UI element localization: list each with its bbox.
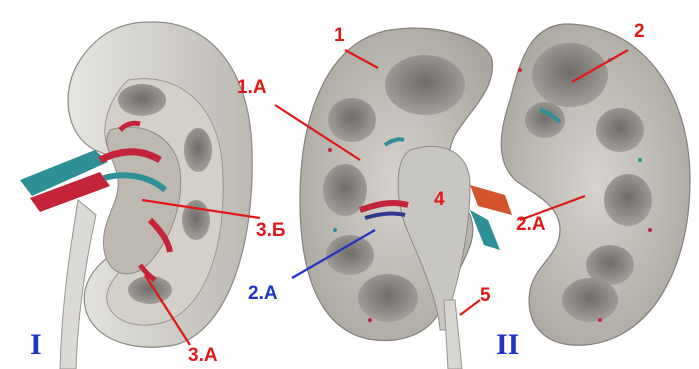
pyramid-shape bbox=[128, 276, 172, 304]
label-4: 4 bbox=[434, 190, 445, 209]
pyramid-shape bbox=[604, 174, 652, 226]
renal-vein-right bbox=[470, 210, 500, 250]
kidney-right bbox=[300, 24, 690, 369]
pyramid-shape bbox=[358, 274, 418, 322]
label-3a: 3.A bbox=[188, 346, 218, 365]
label-2a-right: 2.A bbox=[516, 215, 546, 234]
kidney-left bbox=[20, 22, 252, 369]
pyramid-shape bbox=[596, 108, 644, 152]
label-5: 5 bbox=[480, 286, 491, 305]
pyramid-shape bbox=[118, 84, 166, 116]
label-2a-blue: 2.A bbox=[248, 284, 278, 303]
pyramid-shape bbox=[562, 278, 618, 322]
label-1: 1 bbox=[334, 26, 345, 45]
renal-artery-right bbox=[470, 185, 512, 215]
label-1a: 1.A bbox=[237, 78, 267, 97]
panel-label-II: II bbox=[496, 330, 519, 360]
pyramid-shape bbox=[328, 98, 376, 142]
pyramid-shape bbox=[532, 43, 608, 107]
label-2: 2 bbox=[634, 22, 645, 41]
leader-line-5 bbox=[460, 300, 480, 315]
label-3b: 3.Б bbox=[256, 221, 286, 240]
pyramid-shape bbox=[385, 55, 465, 115]
ureter-right bbox=[444, 300, 462, 369]
pyramid-shape bbox=[184, 128, 212, 172]
panel-label-I: I bbox=[30, 330, 42, 360]
